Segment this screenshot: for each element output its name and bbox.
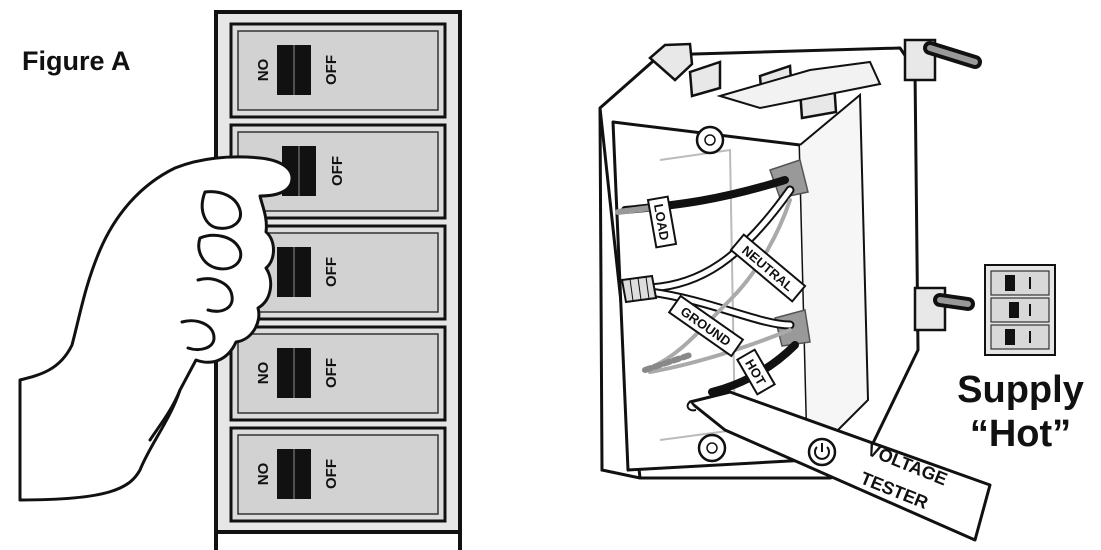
breaker-1[interactable]: ON OFF [229,22,447,119]
on-label: ON [254,59,271,82]
on-label: ON [254,362,271,385]
hand-illustration [18,155,294,502]
off-label: OFF [323,55,340,85]
wires [615,176,799,396]
figure-label: Figure A [22,46,131,76]
breaker-panel: ON OFF OFF OFF ON OFF [214,10,462,550]
off-label: OFF [329,156,346,186]
breaker-5[interactable]: ON OFF [229,426,447,523]
mini-breaker-panel [984,264,1056,356]
hot-tag: HOT [735,348,777,396]
off-label: OFF [323,459,340,489]
power-icon [807,437,837,467]
supply-label-line2: “Hot” [969,413,1072,455]
wire-nut [620,274,658,304]
off-label: OFF [323,358,340,388]
on-label: ON [254,463,271,486]
supply-label-line1: Supply [957,369,1084,411]
load-tag: LOAD [646,195,678,249]
supply-hot-label: Supply “Hot” [948,368,1093,456]
breaker-4[interactable]: ON OFF [229,325,447,422]
load-label: LOAD [651,203,672,242]
off-label: OFF [323,257,340,287]
cables [769,41,982,347]
